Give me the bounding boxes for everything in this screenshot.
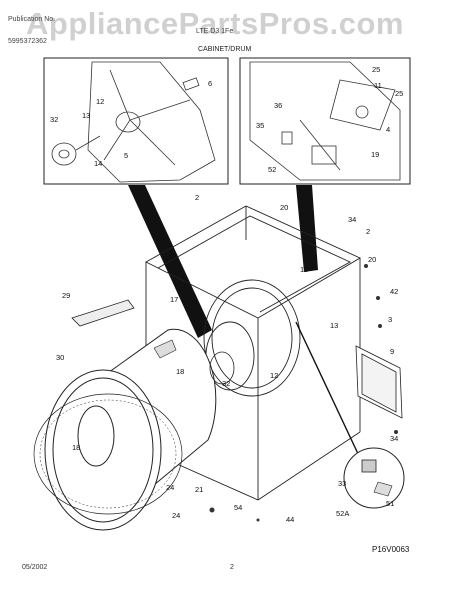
callout-18: 18 bbox=[176, 367, 184, 376]
callout-3: 3 bbox=[388, 315, 392, 324]
switch-detail-circle bbox=[343, 447, 405, 509]
drum-shaft bbox=[209, 351, 235, 385]
model-name: LTE D3 1Fe bbox=[196, 28, 234, 35]
section-title: CABINET/DRUM bbox=[198, 46, 252, 53]
callout-13: 13 bbox=[82, 111, 90, 120]
callout-20: 20 bbox=[280, 203, 288, 212]
callout-29: 29 bbox=[62, 291, 70, 300]
callout-42: 42 bbox=[390, 287, 398, 296]
screws bbox=[209, 264, 398, 522]
footer-date: 05/2002 bbox=[22, 564, 48, 571]
callout-12: 12 bbox=[96, 97, 104, 106]
callout-17: 17 bbox=[170, 295, 178, 304]
watermark: AppliancePartsPros.com bbox=[26, 6, 404, 41]
callout-33: 33 bbox=[338, 479, 346, 488]
pointer-line bbox=[295, 321, 361, 459]
detail-box-right bbox=[239, 57, 411, 185]
callout-19: 19 bbox=[371, 150, 379, 159]
callout-24: 24 bbox=[166, 483, 174, 492]
callout-52A: 52A bbox=[336, 509, 349, 518]
callout-25: 25 bbox=[372, 65, 380, 74]
callout-21: 21 bbox=[195, 485, 203, 494]
heater-bracket-detail bbox=[249, 61, 401, 181]
callout-24: 24 bbox=[172, 511, 180, 520]
callout-32: 32 bbox=[222, 379, 230, 388]
publication-label: Publication No. bbox=[8, 16, 56, 23]
drum-spider-detail bbox=[51, 61, 216, 183]
callout-52: 52 bbox=[268, 165, 276, 174]
publication-number: 5995372362 bbox=[8, 38, 47, 45]
callout-15: 15 bbox=[300, 265, 308, 274]
callout-13: 13 bbox=[330, 321, 338, 330]
callout-9: 9 bbox=[390, 347, 394, 356]
callout-35: 35 bbox=[256, 121, 264, 130]
drum-baffle bbox=[153, 339, 177, 359]
callout-30: 30 bbox=[56, 353, 64, 362]
callout-14: 14 bbox=[94, 159, 102, 168]
callout-32: 32 bbox=[50, 115, 58, 124]
callout-25: 25 bbox=[395, 89, 403, 98]
drum bbox=[44, 328, 217, 531]
callout-54: 54 bbox=[234, 503, 242, 512]
callout-2: 2 bbox=[195, 193, 199, 202]
top-panel-piece bbox=[71, 299, 135, 327]
callout-2: 2 bbox=[366, 227, 370, 236]
callout-34: 34 bbox=[390, 434, 398, 443]
detail-box-left bbox=[43, 57, 229, 185]
callout-51: 51 bbox=[386, 499, 394, 508]
callout-5: 5 bbox=[124, 151, 128, 160]
callout-4: 4 bbox=[386, 125, 390, 134]
callout-44: 44 bbox=[286, 515, 294, 524]
callout-12: 12 bbox=[270, 371, 278, 380]
callout-6: 6 bbox=[208, 79, 212, 88]
figure-code: P16V0063 bbox=[372, 545, 410, 554]
callout-11: 11 bbox=[374, 81, 382, 90]
drum-seal bbox=[33, 393, 183, 515]
callout-36: 36 bbox=[274, 101, 282, 110]
callout-34: 34 bbox=[348, 215, 356, 224]
callout-20: 20 bbox=[368, 255, 376, 264]
connector-beam-right bbox=[296, 185, 318, 272]
footer-page: 2 bbox=[230, 564, 234, 571]
callout-18: 18 bbox=[72, 443, 80, 452]
rear-panel bbox=[355, 345, 403, 419]
